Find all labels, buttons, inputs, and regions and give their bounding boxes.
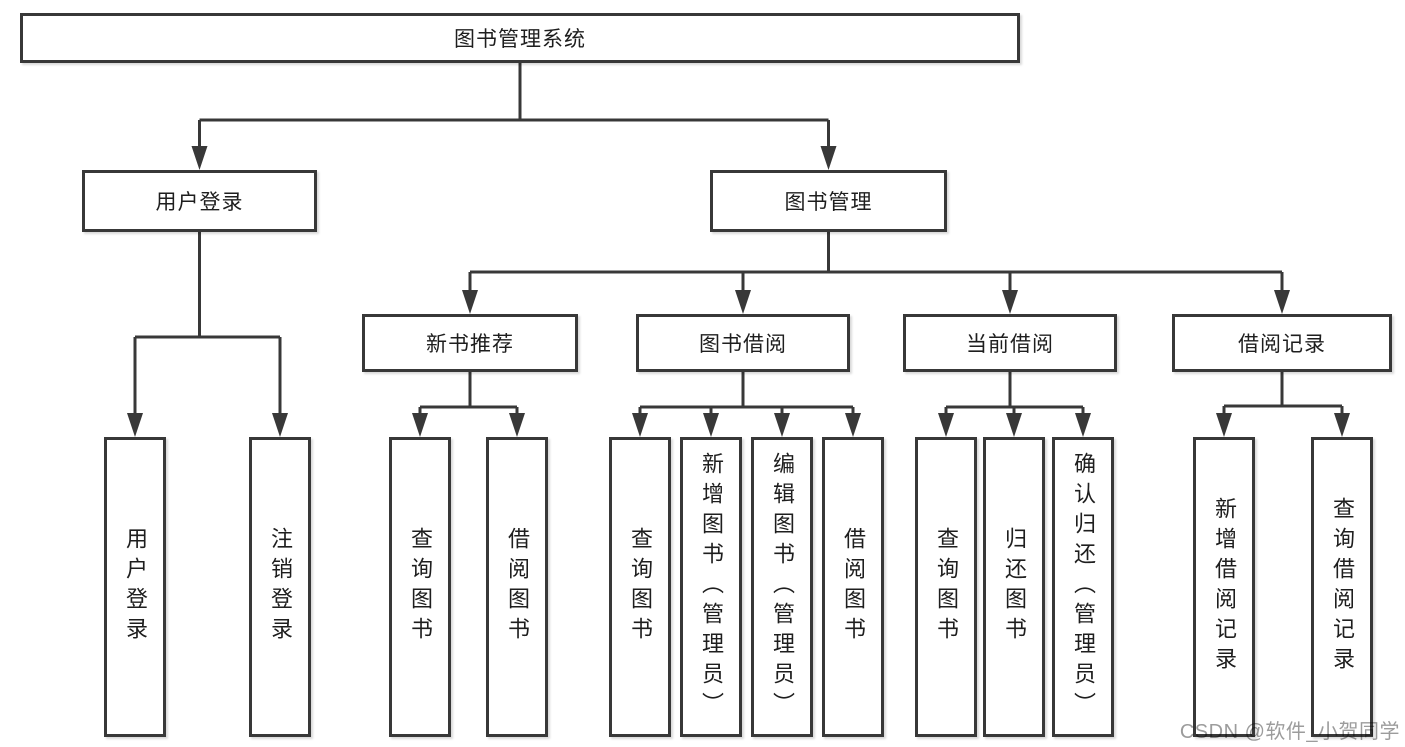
node-book-borrow-label: 图书借阅: [699, 333, 787, 356]
leaf-query-books-recommend: 查询图书: [389, 437, 451, 737]
node-library-system-label: 图书管理系统: [454, 28, 586, 51]
node-book-management: 图书管理: [710, 170, 947, 232]
leaf-return-book: 归还图书: [983, 437, 1045, 737]
node-new-book-recommend: 新书推荐: [362, 314, 578, 372]
leaf-add-book-admin: 新增图书（管理员）: [680, 437, 742, 737]
node-book-management-label: 图书管理: [784, 191, 873, 214]
node-borrow-records: 借阅记录: [1172, 314, 1392, 372]
node-book-borrow: 图书借阅: [636, 314, 850, 372]
leaf-query-books-current: 查询图书: [915, 437, 977, 737]
node-library-system: 图书管理系统: [20, 13, 1020, 63]
leaf-query-books-borrow: 查询图书: [609, 437, 671, 737]
leaf-logout: 注销登录: [249, 437, 311, 737]
leaf-edit-book-admin: 编辑图书（管理员）: [751, 437, 813, 737]
arrowheads: [127, 146, 1350, 437]
leaf-add-borrow-record: 新增借阅记录: [1193, 437, 1255, 737]
leaf-query-borrow-record: 查询借阅记录: [1311, 437, 1373, 737]
leaf-borrow-books-recommend: 借阅图书: [486, 437, 548, 737]
leaf-borrow-books: 借阅图书: [822, 437, 884, 737]
node-user-login-label: 用户登录: [155, 191, 244, 214]
node-current-borrow: 当前借阅: [903, 314, 1117, 372]
node-borrow-records-label: 借阅记录: [1238, 333, 1326, 356]
node-current-borrow-label: 当前借阅: [966, 333, 1054, 356]
csdn-watermark: CSDN @软件_小贺同学: [1179, 721, 1400, 743]
leaf-user-login: 用户登录: [104, 437, 166, 737]
node-new-book-recommend-label: 新书推荐: [426, 333, 514, 356]
node-user-login: 用户登录: [82, 170, 317, 232]
leaf-confirm-return-admin: 确认归还（管理员）: [1052, 437, 1114, 737]
